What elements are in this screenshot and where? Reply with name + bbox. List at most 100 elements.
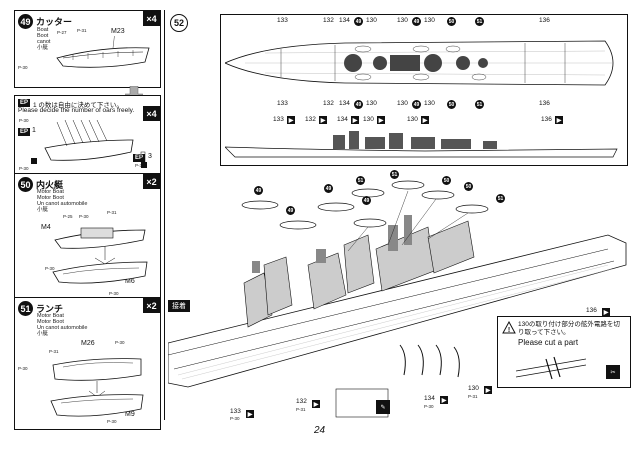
boat-callout: 49 bbox=[354, 17, 363, 26]
part-label: 134 bbox=[424, 395, 435, 402]
part-label: M6 bbox=[125, 278, 135, 285]
page-number: 24 bbox=[313, 425, 326, 436]
panel-cutter: 49 カッター Boat Boot canot 小艇 ×4 M23 P-27 P… bbox=[14, 10, 161, 88]
paint-ref: P-30 bbox=[109, 291, 119, 296]
part-label: 136 bbox=[586, 307, 597, 314]
part-label: 132 bbox=[305, 116, 316, 123]
boat-callout: 50 bbox=[464, 182, 473, 191]
boat-callout: 49 bbox=[354, 100, 363, 109]
part-label: 130 bbox=[366, 17, 377, 24]
paint-ref: P-25 bbox=[63, 214, 73, 219]
part-label: 134 bbox=[339, 17, 350, 24]
panel-title: カッター bbox=[36, 17, 73, 27]
boat-callout: 49 bbox=[412, 17, 421, 26]
boat-callout: 49 bbox=[362, 196, 371, 205]
boat-callout: 50 bbox=[447, 100, 456, 109]
subassembly-number: 51 bbox=[18, 301, 33, 316]
flag-icon: ▶ bbox=[377, 116, 385, 124]
motor-boat-drawing bbox=[52, 227, 148, 284]
knife-tool-icon: ✂ bbox=[606, 365, 620, 379]
paint-ref: P-30 bbox=[135, 163, 145, 168]
flag-icon: ▶ bbox=[351, 116, 359, 124]
paint-ref: P-30 bbox=[19, 166, 29, 171]
boat-callout: 51 bbox=[475, 17, 484, 26]
boat-callout: 51 bbox=[475, 100, 484, 109]
ep-number: 3 bbox=[148, 153, 152, 160]
cut-warning-box: ! 130の取り付け部分の舷外電路を切り取って下さい。 Please cut a… bbox=[497, 316, 631, 388]
part-label: 136 bbox=[539, 17, 550, 24]
part-label: 133 bbox=[277, 17, 288, 24]
subassembly-number: 49 bbox=[18, 14, 33, 29]
panel-motor-boat: 50 内火艇 Motor Boat Motor Boot Un canot au… bbox=[14, 173, 161, 299]
paint-ref: P-30 bbox=[18, 65, 28, 70]
panel-title: 内火艇 bbox=[36, 180, 64, 190]
part-label: 130 bbox=[397, 17, 408, 24]
panel-subtitle: Boat Boot canot 小艇 bbox=[37, 27, 51, 51]
flag-icon: ▶ bbox=[246, 410, 254, 418]
cut-detail-drawing bbox=[516, 356, 586, 380]
boat-callout: 50 bbox=[447, 17, 456, 26]
part-label: M26 bbox=[81, 340, 95, 347]
boat-callout: 49 bbox=[254, 186, 263, 195]
boat-assembly-column: 49 カッター Boat Boot canot 小艇 ×4 M23 P-27 P… bbox=[14, 10, 161, 430]
oars-boat-drawing bbox=[31, 119, 147, 168]
part-label: 133 bbox=[277, 100, 288, 107]
cutter-boat-drawing bbox=[56, 36, 150, 68]
side-profile-drawing bbox=[225, 131, 618, 158]
flag-icon: ▶ bbox=[555, 116, 563, 124]
part-label: 133 bbox=[273, 116, 284, 123]
boat-callout: 51 bbox=[356, 176, 365, 185]
plan-view-box: 133 132 134 49 130 130 49 130 50 51 136 bbox=[220, 14, 628, 166]
part-label: 132 bbox=[323, 100, 334, 107]
paint-ref: P-30 bbox=[107, 419, 117, 424]
isometric-ship-drawing bbox=[168, 180, 627, 418]
cement-tool-icon: ✎ bbox=[376, 400, 390, 414]
part-label: M9 bbox=[125, 411, 135, 418]
paint-ref: P-30 bbox=[230, 416, 240, 421]
flag-icon: ▶ bbox=[484, 386, 492, 394]
warning-english: Please cut a part bbox=[518, 338, 579, 347]
part-label: 132 bbox=[296, 398, 307, 405]
ep-label: EP bbox=[18, 99, 31, 107]
flag-icon: ▶ bbox=[312, 400, 320, 408]
part-label: 130 bbox=[468, 385, 479, 392]
paint-ref: P-30 bbox=[18, 366, 28, 371]
subassembly-number: 50 bbox=[18, 177, 33, 192]
ep-number: 1 bbox=[32, 127, 36, 134]
quantity-badge: ×2 bbox=[143, 174, 160, 189]
part-label: 134 bbox=[339, 100, 350, 107]
quantity-badge: ×4 bbox=[143, 11, 160, 26]
part-label: M4 bbox=[41, 224, 51, 231]
cement-label: 接着 bbox=[168, 300, 190, 312]
paint-ref: P-31 bbox=[49, 349, 59, 354]
part-label: 130 bbox=[424, 17, 435, 24]
paint-ref: P-31 bbox=[296, 407, 306, 412]
ep-label: EP bbox=[133, 154, 146, 162]
deck-plan-drawing bbox=[225, 40, 614, 86]
quantity-badge: ×4 bbox=[143, 106, 160, 121]
part-label: 130 bbox=[363, 116, 374, 123]
part-label: 133 bbox=[230, 408, 241, 415]
part-label: 130 bbox=[424, 100, 435, 107]
panel-subtitle: Motor Boat Motor Boot Un canot automobil… bbox=[37, 313, 88, 337]
part-label: M23 bbox=[111, 28, 125, 35]
boat-callout: 49 bbox=[286, 206, 295, 215]
boat-callout: 51 bbox=[496, 194, 505, 203]
boat-callout: 50 bbox=[442, 176, 451, 185]
part-label: 130 bbox=[397, 100, 408, 107]
paint-ref: P-27 bbox=[57, 30, 67, 35]
launch-boat-drawing bbox=[50, 358, 144, 417]
note-english: Please decide the number of oars freely. bbox=[18, 107, 135, 114]
boat-callout: 49 bbox=[324, 184, 333, 193]
part-label: 136 bbox=[539, 100, 550, 107]
part-label: 136 bbox=[541, 116, 552, 123]
paint-ref: P-30 bbox=[115, 340, 125, 345]
warning-japanese: 130の取り付け部分の舷外電路を切り取って下さい。 bbox=[518, 321, 620, 336]
panel-title: ランチ bbox=[36, 304, 64, 314]
part-label: 134 bbox=[337, 116, 348, 123]
column-divider bbox=[164, 10, 165, 420]
part-label: 132 bbox=[323, 17, 334, 24]
paint-ref: P-30 bbox=[79, 214, 89, 219]
part-label: 130 bbox=[366, 100, 377, 107]
